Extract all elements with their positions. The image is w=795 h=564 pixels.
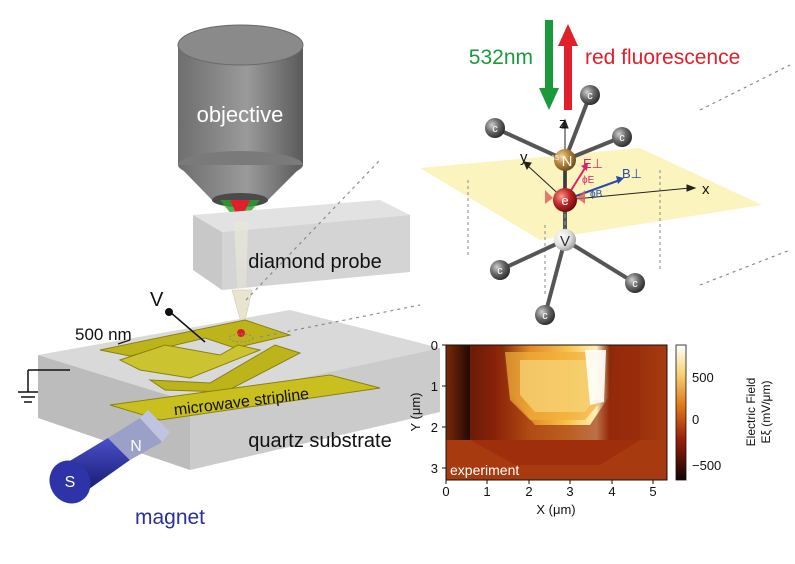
- nv-center-dot: [237, 329, 245, 337]
- y-tick-0: 0: [431, 338, 438, 353]
- x-tick-5: 5: [649, 484, 656, 499]
- spin-lobe-right: [577, 190, 585, 204]
- x-tick-2: 2: [525, 484, 532, 499]
- fluorescence-arrow: [558, 24, 578, 110]
- b-field-label: B⊥: [622, 166, 642, 181]
- lattice-bonds: [493, 93, 637, 317]
- x-tick-1: 1: [483, 484, 490, 499]
- probe-spot: [228, 333, 254, 343]
- y-tick-2: 2: [431, 420, 438, 435]
- axis-x-label: x: [702, 181, 710, 198]
- objective-label: objective: [197, 102, 284, 127]
- electrode-pattern: [99, 319, 302, 393]
- experiment-tag: experiment: [450, 462, 519, 478]
- magnet-north-label: N: [130, 438, 142, 455]
- axis-y-label: y: [520, 149, 528, 166]
- map-x-label: X (μm): [536, 502, 575, 517]
- x-tick-0: 0: [442, 484, 449, 499]
- fluorescence-label: red fluorescence: [585, 46, 740, 69]
- carbon-label-5: c: [632, 278, 638, 290]
- spin-lobe-left: [545, 190, 553, 204]
- voltage-node: [165, 308, 173, 316]
- nitrogen-atom: [554, 149, 576, 171]
- excitation-label: 532nm: [469, 46, 533, 69]
- colorbar: [675, 344, 687, 481]
- zoom-line-right-lower: [699, 249, 791, 286]
- carbon-label-1: c: [587, 90, 593, 102]
- magnet-south-label: S: [65, 474, 76, 491]
- magnet: [49, 410, 170, 504]
- probe-tip: [231, 289, 253, 331]
- phi-e-label: ϕE: [582, 175, 595, 186]
- vacancy-label: V: [560, 233, 570, 250]
- vacancy-site: [554, 229, 576, 251]
- magnet-label: magnet: [135, 506, 205, 529]
- map-tick-marks: [442, 344, 654, 484]
- diamond-probe-block: [193, 200, 410, 300]
- y-tick-1: 1: [431, 379, 438, 394]
- perpendicular-plane: [420, 148, 762, 240]
- ground-symbol: [18, 369, 70, 403]
- cbar-label: Electric Field: [744, 378, 758, 447]
- carbon-atoms: [485, 85, 645, 325]
- e-field-arrowhead: [581, 163, 588, 171]
- b-field-arrowhead: [616, 176, 624, 184]
- y-tick-3: 3: [431, 461, 438, 476]
- scale-bar: [117, 339, 131, 345]
- excitation-arrow: [539, 20, 559, 110]
- carbon-label-6: c: [542, 310, 548, 322]
- cbar-unit: Eξ (mV/μm): [759, 381, 773, 444]
- zoom-line-upper: [245, 159, 381, 301]
- e-field-label: E⊥: [583, 156, 603, 171]
- phi-b-label: ϕB: [590, 189, 603, 200]
- x-tick-3: 3: [566, 484, 573, 499]
- projection-lines: [467, 170, 661, 295]
- cbar-tick-neg500: −500: [692, 458, 721, 473]
- nitrogen-isotope-label: 15: [551, 155, 559, 162]
- electron-label: e: [561, 193, 568, 208]
- carbon-label-2: c: [492, 123, 498, 135]
- field-map: [445, 344, 668, 481]
- voltage-label: V: [150, 289, 164, 311]
- diamond-probe-label: diamond probe: [248, 251, 381, 273]
- carbon-label-3: c: [619, 132, 625, 144]
- map-y-label: Y (μm): [408, 392, 423, 431]
- cbar-tick-0: 0: [692, 412, 699, 427]
- axis-z-label: z: [559, 115, 567, 132]
- zoom-line-lower: [259, 304, 421, 338]
- quartz-substrate-label: quartz substrate: [248, 430, 391, 452]
- scale-label: 500 nm: [75, 325, 132, 344]
- voltage-wire: [169, 311, 206, 343]
- nitrogen-label: N: [562, 153, 573, 170]
- carbon-label-4: c: [497, 265, 503, 277]
- x-tick-4: 4: [608, 484, 615, 499]
- electron-orbital: [553, 188, 577, 212]
- zoom-line-right-upper: [699, 64, 791, 111]
- cbar-tick-500: 500: [692, 370, 714, 385]
